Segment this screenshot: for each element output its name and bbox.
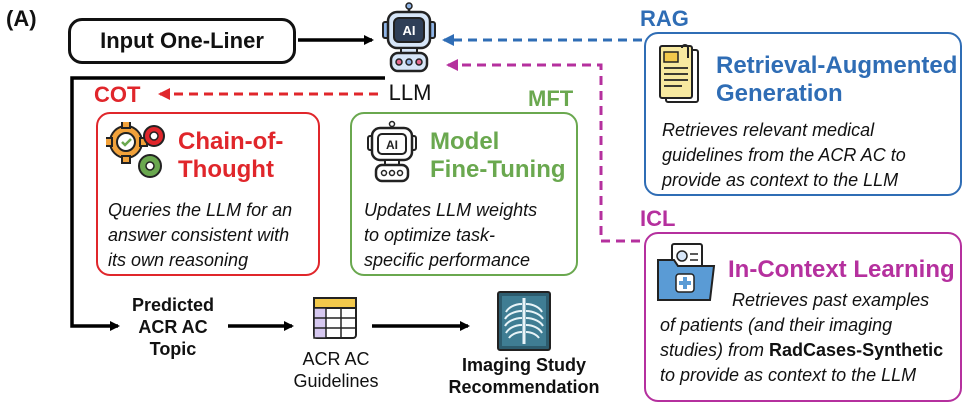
rag-desc-line: provide as context to the LLM [662,170,899,190]
icl-desc-line: Retrieves past examples [732,290,930,310]
icl-desc-text: studies) from [660,340,770,360]
cot-desc-line: Queries the LLM for an [108,200,293,220]
mft-tag: MFT [528,86,574,111]
mft-desc-line: to optimize task- [364,225,496,245]
predicted-line: ACR AC [138,317,208,337]
mft-badge: AI [386,138,398,152]
icl-box: In-Context Learning Retrieves past examp… [644,232,962,402]
guidelines-line: ACR AC [302,349,370,369]
arrow-llm-to-predicted [70,76,385,331]
mft-box: AI Model Fine-Tuning Updates LLM weights… [350,112,578,276]
gears-icon [104,120,170,180]
rag-title-line1: Retrieval-Augmented [716,52,958,79]
guidelines-line: Guidelines [293,371,379,391]
predicted-line: Topic [149,339,197,359]
cot-tag: COT [94,82,141,107]
imaging-line: Recommendation [448,377,600,397]
mft-desc-line: Updates LLM weights [364,200,538,220]
rag-desc-line: guidelines from the ACR AC to [662,145,906,165]
cot-title-line1: Chain-of- [178,128,284,155]
rag-title-line2: Generation [716,80,843,107]
mft-title-line2: Fine-Tuning [430,156,566,183]
arrow-icl-to-llm [446,59,640,243]
cot-desc-line: answer consistent with [108,225,290,245]
llm-label: LLM [388,80,432,105]
radcases-synthetic-label: RadCases-Synthetic [769,340,944,360]
imaging-recommendation-label: Imaging Study Recommendation [432,354,616,398]
icl-desc-line: studies) from RadCases-Synthetic [660,338,960,363]
cot-description: Queries the LLM for an answer consistent… [108,198,292,273]
predicted-line: Predicted [131,295,215,315]
icl-description: Retrieves past examples of patients (and… [660,288,960,388]
cot-title-line2: Thought [178,156,274,183]
robot-ai-icon: AI [377,2,441,78]
icl-tag: ICL [640,206,676,231]
table-icon [312,296,358,342]
cot-box: Chain-of- Thought Queries the LLM for an… [96,112,320,276]
rag-tag: RAG [640,6,689,31]
llm-badge: AI [403,23,416,38]
chest-xray-icon [496,290,552,352]
patient-folder-icon [656,242,716,304]
document-icon [656,44,702,106]
predicted-topic-label: Predicted ACR AC Topic [118,294,228,360]
rag-desc-line: Retrieves relevant medical [662,120,875,140]
mft-description: Updates LLM weights to optimize task- sp… [364,198,537,273]
rag-box: Retrieval-Augmented Generation Retrieves… [644,32,962,196]
guidelines-label: ACR AC Guidelines [286,348,386,392]
rag-description: Retrieves relevant medical guidelines fr… [662,118,906,193]
icl-desc-line: of patients (and their imaging [660,315,893,335]
input-one-liner-box: Input One-Liner [68,18,296,64]
input-label: Input One-Liner [100,28,264,53]
mft-desc-line: specific performance [364,250,531,270]
imaging-line: Imaging Study [461,355,586,375]
mft-title-line1: Model [430,128,500,155]
cot-desc-line: its own reasoning [108,250,249,270]
panel-label: (A) [6,6,37,31]
icl-title: In-Context Learning [728,256,955,283]
robot-icon: AI [364,120,420,186]
icl-desc-line: to provide as context to the LLM [660,365,917,385]
